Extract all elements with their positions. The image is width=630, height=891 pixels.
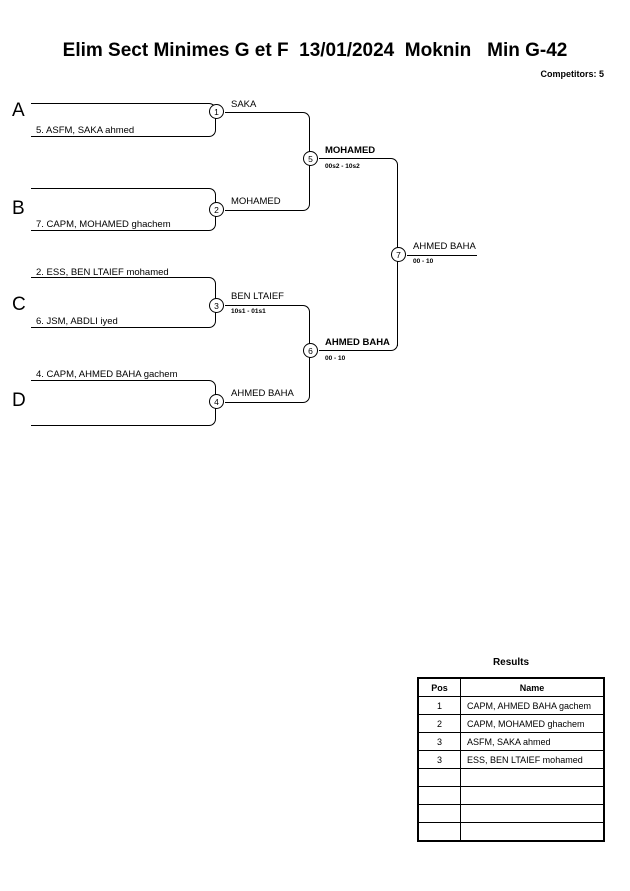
result-name: ASFM, SAKA ahmed [460, 732, 605, 751]
result-position [417, 822, 461, 842]
match1-bottom-line [31, 136, 209, 137]
table-row [417, 822, 605, 842]
results-title: Results [492, 657, 530, 668]
result-position: 2 [417, 714, 461, 733]
match3-out-corner [302, 305, 310, 313]
match4-bottom-corner [208, 418, 216, 426]
competitor-label: 4. CAPM, AHMED BAHA gachem [36, 369, 178, 380]
table-row [417, 786, 605, 805]
match6-score: 00 - 10 [325, 355, 346, 362]
group-letter-a: A [12, 100, 25, 121]
match2-winner: MOHAMED [231, 196, 281, 207]
result-name [460, 786, 605, 805]
match3-score: 10s1 - 01s1 [231, 308, 266, 315]
page-title: Elim Sect Minimes G et F 13/01/2024 Mokn… [62, 40, 568, 61]
competitor-label: 6. JSM, ABDLI iyed [36, 316, 118, 327]
result-position [417, 786, 461, 805]
match3-top-line [31, 277, 209, 278]
competitor-label: 7. CAPM, MOHAMED ghachem [36, 219, 171, 230]
group-letter-d: D [12, 390, 26, 411]
result-name: CAPM, AHMED BAHA gachem [460, 696, 605, 715]
match2-bottom-line [31, 230, 209, 231]
result-position [417, 768, 461, 787]
match7-winner: AHMED BAHA [413, 241, 476, 252]
results-col-name: Name [460, 677, 605, 697]
match1-bottom-corner [208, 129, 216, 137]
group-letter-b: B [12, 198, 25, 219]
result-name: ESS, BEN LTAIEF mohamed [460, 750, 605, 769]
match3-top-corner [208, 277, 216, 285]
match-number-6[interactable]: 6 [303, 343, 318, 358]
match7-winner-line [407, 255, 477, 256]
match2-bottom-corner [208, 223, 216, 231]
match5-score: 00s2 - 10s2 [325, 163, 360, 170]
result-name: CAPM, MOHAMED ghachem [460, 714, 605, 733]
match3-bottom-line [31, 327, 209, 328]
match1-joiner [215, 109, 216, 130]
match2-top-corner [208, 188, 216, 196]
match-number-5[interactable]: 5 [303, 151, 318, 166]
match4-winner: AHMED BAHA [231, 388, 294, 399]
match4-out-corner [302, 395, 310, 403]
table-row [417, 804, 605, 823]
match6-winner-line [319, 350, 391, 351]
match3-winner: BEN LTAIEF [231, 291, 284, 302]
result-name [460, 768, 605, 787]
result-name [460, 804, 605, 823]
match-number-4[interactable]: 4 [209, 394, 224, 409]
group-letter-c: C [12, 294, 26, 315]
results-col-pos: Pos [417, 677, 461, 697]
match3-winner-line [225, 305, 303, 306]
result-name [460, 822, 605, 842]
result-position: 1 [417, 696, 461, 715]
match2-winner-line [225, 210, 303, 211]
match2-top-line [31, 188, 209, 189]
result-position: 3 [417, 732, 461, 751]
match4-winner-line [225, 402, 303, 403]
match4-top-corner [208, 380, 216, 388]
match4-top-line [31, 380, 209, 381]
competitor-label: 2. ESS, BEN LTAIEF mohamed [36, 267, 169, 278]
match5-winner: MOHAMED [325, 145, 376, 156]
match1-top-line [31, 103, 209, 104]
match-number-3[interactable]: 3 [209, 298, 224, 313]
match4-bottom-line [31, 425, 209, 426]
match5-winner-line [319, 158, 391, 159]
table-row [417, 768, 605, 787]
match1-out-corner [302, 112, 310, 120]
match6-winner: AHMED BAHA [325, 337, 390, 348]
competitor-label: 5. ASFM, SAKA ahmed [36, 125, 135, 136]
match-number-2[interactable]: 2 [209, 202, 224, 217]
match2-out-corner [302, 203, 310, 211]
match-number-7[interactable]: 7 [391, 247, 406, 262]
match7-score: 00 - 10 [413, 258, 434, 265]
match5-out-corner [390, 158, 398, 166]
match3-bottom-corner [208, 320, 216, 328]
results-header-row: Pos Name [417, 677, 605, 697]
competitors-count: Competitors: 5 [540, 69, 604, 79]
match1-winner: SAKA [231, 99, 257, 110]
result-position: 3 [417, 750, 461, 769]
result-position [417, 804, 461, 823]
match1-winner-line [225, 112, 303, 113]
match-number-1[interactable]: 1 [209, 104, 224, 119]
